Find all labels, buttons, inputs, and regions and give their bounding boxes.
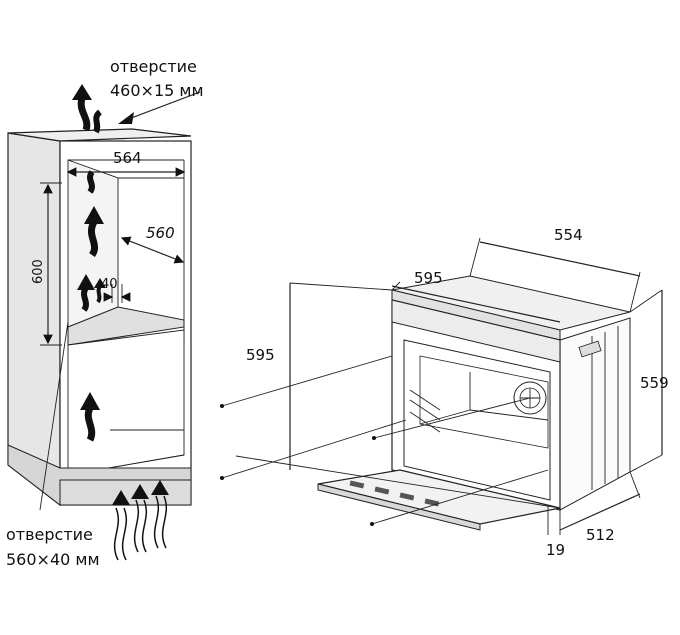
oven-height-label: 595	[246, 346, 275, 364]
oven-fan-icon	[513, 381, 547, 415]
cabinet-gap-label: 40	[101, 277, 118, 292]
oven-front-width-label: 595	[414, 269, 443, 287]
oven-cavity	[403, 339, 551, 501]
cabinet-depth-label: 560	[146, 224, 175, 242]
leader-lines	[220, 355, 561, 526]
oven-body-depth-dimension	[559, 493, 641, 531]
top-opening-leader	[125, 91, 201, 121]
airflow-arrows	[72, 84, 169, 561]
bottom-opening-size: 560×40 мм	[6, 550, 100, 569]
cabinet-width-label: 564	[113, 149, 142, 167]
bottom-opening-label: отверстие	[6, 525, 93, 544]
cabinet-height-label: 600	[31, 259, 46, 284]
oven-front-width-dimension	[391, 285, 561, 323]
cabinet-drawing: 564 600 560 40	[6, 57, 204, 569]
cabinet-shelf	[67, 306, 185, 346]
oven-depth-label: 559	[640, 374, 669, 392]
cabinet-depth-dimension	[120, 236, 185, 264]
oven-width-dimension	[479, 241, 641, 277]
oven-width-label: 554	[554, 226, 583, 244]
cabinet-top-panel	[7, 128, 192, 142]
top-opening-label: отверстие	[110, 57, 197, 76]
top-opening-size: 460×15 мм	[110, 81, 204, 100]
oven-body-depth-label: 512	[586, 526, 615, 544]
oven-drawing: 554 595 595 559 512 19	[220, 226, 669, 559]
oven-door-thickness-label: 19	[546, 541, 565, 559]
